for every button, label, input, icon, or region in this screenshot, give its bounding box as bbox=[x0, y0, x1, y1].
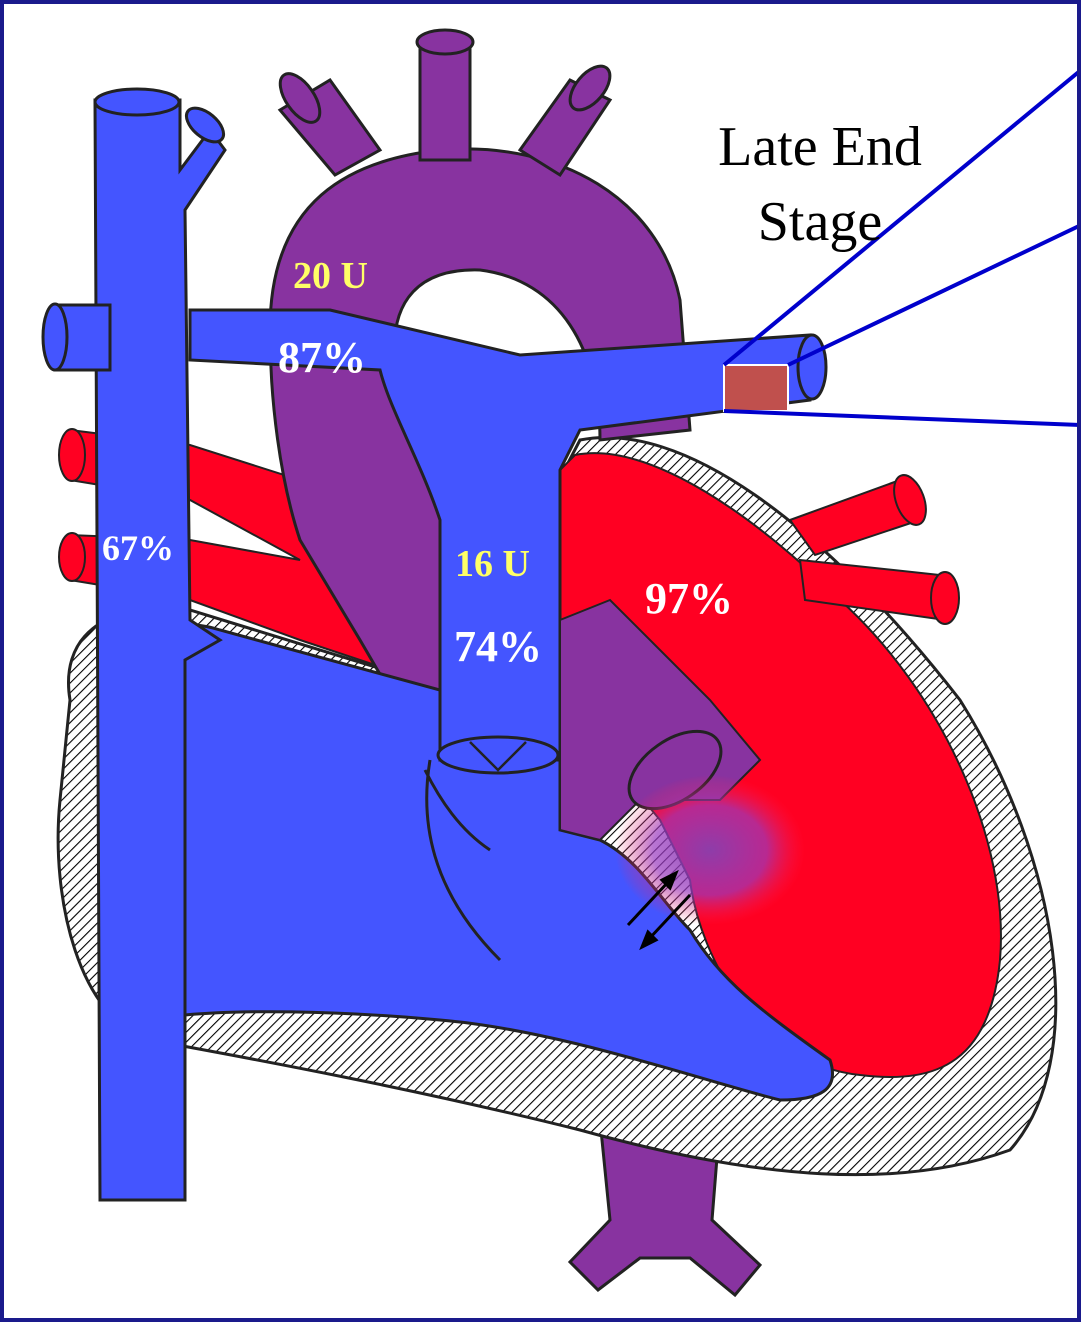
heart-diagram: Late End Stage 67% 20 U 87% 16 U 74% 97% bbox=[4, 4, 1077, 1318]
la-saturation-label: 97% bbox=[645, 574, 733, 623]
ventricular-shunt bbox=[615, 775, 805, 925]
aorta-units-label: 20 U bbox=[293, 255, 368, 297]
title-line2: Stage bbox=[758, 191, 882, 253]
aorta-saturation-label: 87% bbox=[278, 333, 366, 382]
pa-units-label: 16 U bbox=[455, 543, 530, 585]
svc-saturation-label: 67% bbox=[102, 528, 174, 568]
highlight-box bbox=[724, 365, 788, 411]
title-line1: Late End bbox=[718, 116, 922, 178]
pa-saturation-label: 74% bbox=[454, 622, 542, 671]
slide: Late End Stage 67% 20 U 87% 16 U 74% 97% bbox=[4, 4, 1077, 1318]
